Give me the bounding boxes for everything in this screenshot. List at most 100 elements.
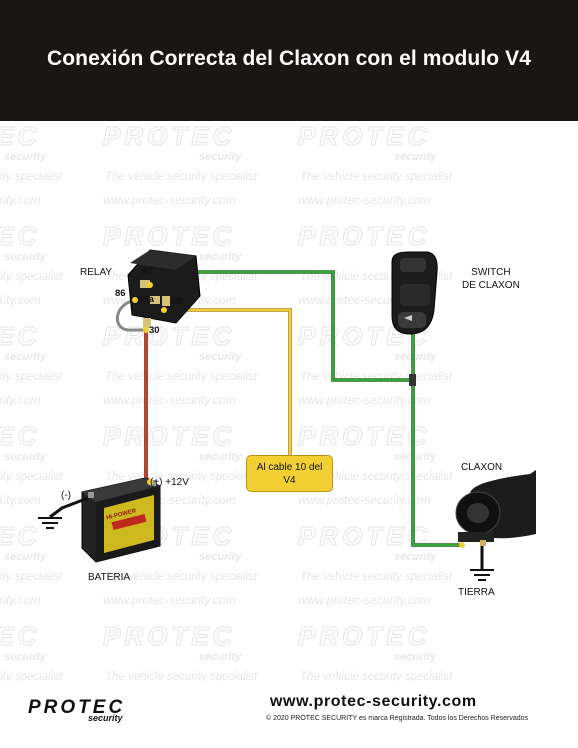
watermark-url: www.protec-security.com	[0, 193, 41, 207]
watermark-logo: PROTEC	[0, 321, 41, 352]
watermark-url: www.protec-security.com	[0, 593, 41, 607]
ground-symbol-battery	[38, 517, 62, 529]
watermark-logo: PROTEC	[297, 421, 431, 452]
watermark-tagline: The vehicle security specialist	[105, 371, 258, 383]
relay-86-loop	[115, 298, 146, 332]
watermark-logo: PROTEC	[0, 121, 41, 152]
watermark-tagline: The vehicle security specialist	[105, 571, 258, 583]
watermark-logo: PROTEC	[102, 121, 236, 152]
watermark-sublogo: security	[4, 151, 47, 163]
watermark-tagline: The vehicle security specialist	[105, 671, 258, 681]
watermark-logo: PROTEC	[102, 621, 236, 652]
green-wire-horn	[411, 380, 462, 547]
watermark-tagline: The vehicle security specialist	[0, 671, 63, 681]
page-title: Conexión Correcta del Claxon con el modu…	[46, 47, 532, 70]
watermark-tagline: The vehicle security specialist	[300, 671, 453, 681]
watermark-tagline: The vehicle security specialist	[105, 171, 258, 183]
watermark-sublogo: security	[394, 551, 437, 563]
watermark-tagline: The vehicle security specialist	[0, 371, 63, 383]
watermark-tagline: The vehicle security specialist	[0, 471, 63, 483]
horn	[455, 470, 536, 548]
watermark-logo: PROTEC	[297, 221, 431, 252]
ground-symbol-horn	[470, 569, 494, 581]
watermark-tagline: The vehicle security specialist	[0, 271, 63, 283]
watermark-url: www.protec-security.com	[103, 593, 236, 607]
watermark-logo: PROTEC	[0, 521, 41, 552]
yellow-wire	[165, 308, 292, 455]
relay-pin-30: 30	[149, 325, 160, 336]
relay-pin-85: 85	[172, 296, 183, 307]
watermark-url: www.protec-security.com	[0, 493, 41, 507]
watermark-logo: PROTEC	[0, 621, 41, 652]
header-banner: Conexión Correcta del Claxon con el modu…	[0, 0, 578, 121]
wire-junction	[409, 374, 416, 386]
watermark-tagline: The vehicle security specialist	[300, 571, 453, 583]
watermark-logo: PROTEC	[102, 321, 236, 352]
watermark-sublogo: security	[4, 451, 47, 463]
watermark-logo: PROTEC	[297, 621, 431, 652]
watermark-url: www.protec-security.com	[298, 393, 431, 407]
watermark-sublogo: security	[199, 651, 242, 663]
watermark-sublogo: security	[199, 251, 242, 263]
switch-label: SWITCH DE CLAXON	[462, 267, 520, 291]
watermark-sublogo: security	[4, 551, 47, 563]
ground-label: TIERRA	[458, 587, 495, 598]
watermark-sublogo: security	[199, 351, 242, 363]
watermark-logo: PROTEC	[0, 221, 41, 252]
watermark-tagline: The vehicle security specialist	[0, 171, 63, 183]
watermark-tagline: The vehicle security specialist	[0, 571, 63, 583]
battery-label: BATERIA	[88, 572, 131, 583]
v4-cable-box: Al cable 10 del V4	[246, 455, 333, 492]
battery-positive-label: (+) +12V	[150, 477, 189, 488]
watermark-sublogo: security	[4, 351, 47, 363]
footer-copyright: © 2020 PROTEC SECURITY es marca Registra…	[266, 715, 529, 722]
watermark-logo: PROTEC	[0, 421, 41, 452]
watermark-logo: PROTEC	[297, 121, 431, 152]
battery	[81, 477, 161, 563]
watermark-sublogo: security	[394, 151, 437, 163]
watermark-tagline: The vehicle security specialist	[300, 171, 453, 183]
horn-switch	[391, 251, 438, 335]
watermark-url: www.protec-security.com	[0, 393, 41, 407]
watermark-url: www.protec-security.com	[298, 193, 431, 207]
watermark-sublogo: security	[394, 651, 437, 663]
watermark-url: www.protec-security.com	[103, 193, 236, 207]
relay-pin-87a: 87a	[138, 294, 154, 305]
battery-negative-label: (-)	[61, 490, 71, 501]
watermark-logo: PROTEC	[102, 221, 236, 252]
footer-url: www.protec-security.com	[270, 693, 477, 710]
relay-pin-87: 87	[142, 266, 153, 277]
watermark-sublogo: security	[394, 451, 437, 463]
relay-pin-86: 86	[115, 288, 126, 299]
watermark-sublogo: security	[4, 651, 47, 663]
watermark-logo: PROTEC	[297, 521, 431, 552]
watermark-sublogo: security	[199, 551, 242, 563]
footer-logo: PROTEC	[28, 697, 126, 718]
watermark-sublogo: security	[199, 451, 242, 463]
watermark-url: www.protec-security.com	[298, 593, 431, 607]
horn-label: CLAXON	[461, 462, 503, 473]
watermark-sublogo: security	[4, 251, 47, 263]
watermark-url: www.protec-security.com	[103, 393, 236, 407]
watermark-url: www.protec-security.com	[0, 293, 41, 307]
watermark-logo: PROTEC	[102, 421, 236, 452]
watermark-sublogo: security	[394, 351, 437, 363]
relay-label: RELAY	[80, 267, 113, 278]
